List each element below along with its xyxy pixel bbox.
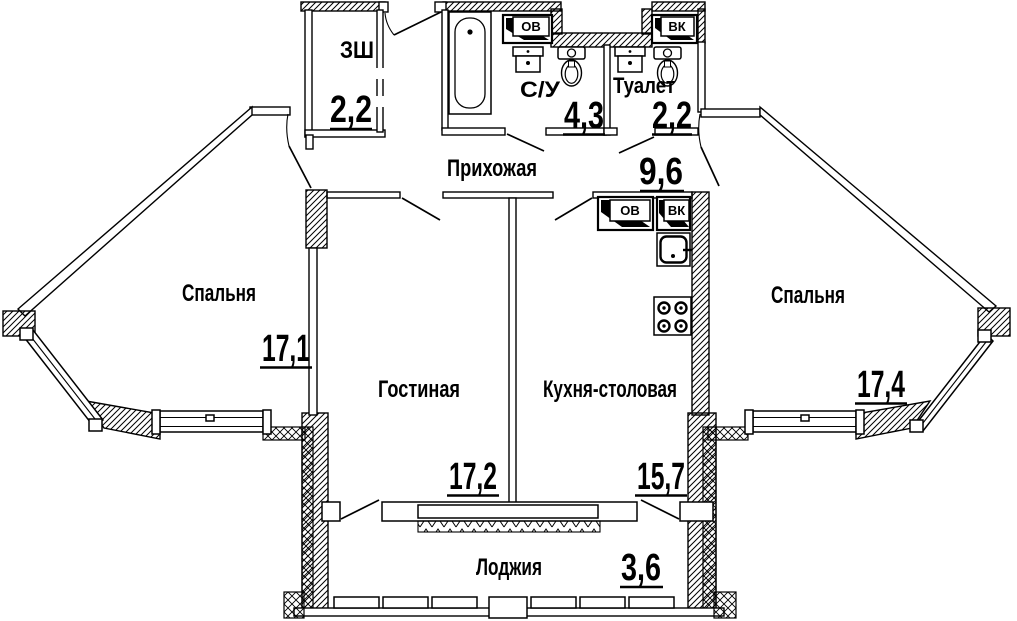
room-area-closet: 2,2: [330, 89, 372, 131]
window-bedroomR-jamb-left: [744, 409, 754, 435]
loggia-pane: [579, 596, 626, 609]
bedroomL-door-arc: [286, 113, 290, 147]
loggia-column-left-outer: [301, 426, 314, 614]
room-area-bedroom-right: 17,4: [857, 364, 905, 406]
loggia-pane: [382, 596, 429, 609]
bathtub-icon: [448, 11, 492, 115]
wall-stub-left: [249, 106, 291, 116]
wall-bath-toilet-divider: [603, 44, 611, 136]
fixtures: [448, 11, 692, 336]
room-area-kitchen: 15,7: [637, 456, 685, 498]
interior-walls: [304, 9, 710, 504]
vent-label-ov-kitchen: ОВ: [620, 203, 640, 218]
window-bedroomR-jamb-right: [855, 409, 865, 435]
wall-hall-living-2: [442, 191, 554, 199]
window-bay-left-jamb-bottom: [88, 418, 103, 432]
loggia-stub-left: [321, 501, 341, 522]
room-name-closet: ЗШ: [340, 37, 374, 64]
wall-top-left-band: [300, 1, 386, 12]
window-bedroomL-jamb-right: [262, 409, 272, 435]
room-area-loggia: 3,6: [621, 547, 661, 589]
wall-closet-left: [304, 9, 313, 138]
wall-center: [508, 197, 517, 504]
wall-recess-bottom: [550, 32, 653, 48]
kitchen-sink-icon: [656, 232, 692, 267]
loggia-sill-zigzag: [417, 520, 601, 533]
vent-boxes: ОВ ВК ОВ ВК: [501, 13, 699, 232]
corner-bottom-right: [713, 591, 737, 619]
wall-stub-right: [700, 108, 761, 118]
wall-closet-bottom: [304, 129, 386, 138]
living-door-leaf: [401, 197, 441, 221]
loggia-center-post: [488, 596, 528, 619]
wall-top-bath-band: [442, 1, 562, 12]
window-bedroomL-tick: [205, 414, 215, 422]
loggia-pane: [431, 596, 478, 609]
vent-box-ov-kitchen: ОВ: [596, 195, 655, 232]
windows: [19, 327, 994, 619]
entry-door-arc: [384, 12, 395, 36]
kitchen-door-leaf: [554, 197, 593, 221]
wall-toilet-bottom-left: [603, 127, 618, 136]
room-name-bathroom: С/У: [520, 77, 560, 102]
window-bay-right-jamb-bottom: [909, 419, 924, 433]
wall-living-left: [308, 247, 318, 416]
bathroom-sink-icon: [512, 46, 544, 73]
vent-label-vk-top: ВК: [668, 19, 685, 34]
window-bay-right-jamb-top: [977, 329, 992, 343]
window-bedroomR-tick: [800, 414, 810, 422]
room-area-toilet: 2,2: [652, 95, 692, 137]
room-area-hallway: 9,6: [639, 151, 683, 193]
room-area-bedroom-left: 17,1: [262, 328, 310, 370]
wall-bath-left: [441, 9, 449, 131]
room-name-bedroom-right: Спальня: [771, 282, 845, 309]
bedroomR-door-arc: [698, 113, 702, 148]
vent-box-vk-top: ВК: [650, 13, 699, 45]
stove-icon: [653, 296, 692, 336]
bedroomL-door-leaf: [288, 145, 312, 189]
wall-right-hatch-strip: [697, 8, 706, 44]
doors: [286, 11, 720, 520]
corner-bottom-left: [283, 591, 305, 619]
toilet-sink-icon: [614, 46, 646, 73]
room-name-toilet: Туалет: [613, 73, 675, 98]
room-name-bedroom-left: Спальня: [182, 280, 256, 307]
wall-toilet-right: [697, 41, 706, 113]
wall-bath-bottom-left: [441, 127, 506, 136]
wall-kitchen-right: [691, 191, 710, 416]
loggia-pane: [530, 596, 577, 609]
room-area-bathroom: 4,3: [564, 95, 604, 137]
vent-label-ov-top: ОВ: [521, 19, 541, 34]
toilet-door-leaf: [618, 136, 655, 154]
pillar-left: [305, 189, 328, 249]
balcony-door-right-leaf: [640, 499, 680, 520]
loggia-pane: [333, 596, 380, 609]
wall-top-right-band: [651, 1, 706, 12]
room-name-loggia: Лоджия: [476, 554, 542, 581]
room-name-kitchen: Кухня-столовая: [543, 376, 677, 403]
vent-box-vk-kitchen: ВК: [655, 195, 692, 232]
window-bedroomL-jamb-left: [151, 409, 161, 435]
wall-bedroomL-upper: [305, 134, 314, 150]
room-area-living: 17,2: [449, 456, 497, 498]
wall-recess-right: [641, 8, 653, 35]
entry-door-leaf: [393, 11, 442, 36]
loggia-stub-right: [679, 501, 714, 522]
window-bay-left-jamb-top: [19, 327, 34, 341]
vent-label-vk-kitchen: ВК: [668, 203, 685, 218]
wall-hall-living-1: [326, 191, 401, 199]
bedroomR-door-leaf: [700, 146, 720, 187]
vent-box-ov-top: ОВ: [501, 13, 554, 45]
bathroom-door-leaf: [506, 133, 545, 152]
room-labels: ЗШ 2,2 С/У 4,3 Туалет 2,2 Прихожая 9,6 С…: [182, 37, 907, 589]
loggia-pane: [628, 596, 675, 609]
toilet-room-toilet-icon: [653, 46, 682, 87]
window-loggia-inner-frame: [417, 504, 599, 519]
room-name-living: Гостиная: [378, 376, 460, 403]
balcony-door-left-leaf: [340, 499, 380, 520]
bathroom-toilet-icon: [557, 46, 586, 87]
room-name-hallway: Прихожая: [447, 155, 537, 182]
